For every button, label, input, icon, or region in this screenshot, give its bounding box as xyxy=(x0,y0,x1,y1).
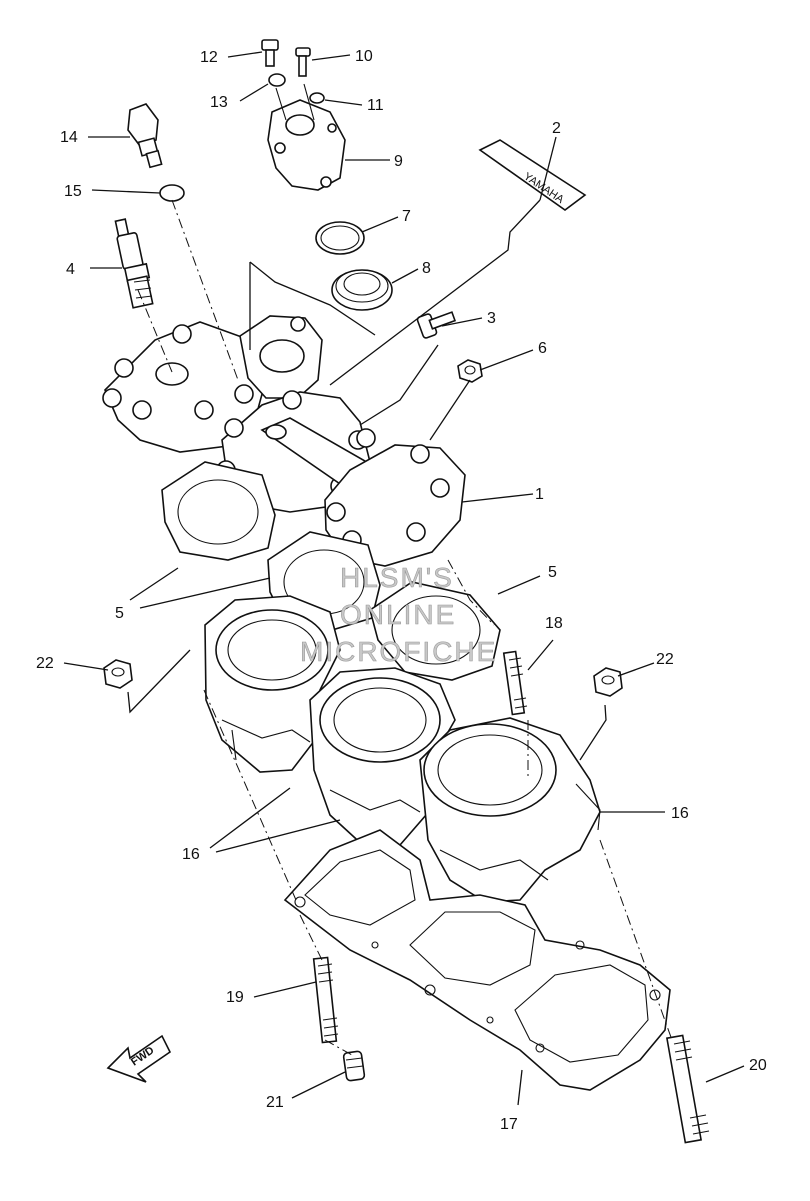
callout-8: 8 xyxy=(422,260,431,277)
callout-13: 13 xyxy=(210,94,228,111)
seal-8-part xyxy=(331,269,393,311)
callout-19: 19 xyxy=(226,989,244,1006)
spark-plug-4-part xyxy=(114,218,154,309)
washer-11-part xyxy=(309,92,325,104)
fwd-arrow-icon: FWD xyxy=(106,1034,172,1083)
callout-2: 2 xyxy=(552,120,561,137)
watermark-line-3: MICROFICHE xyxy=(300,636,497,667)
callout-17: 17 xyxy=(500,1116,518,1133)
callout-7: 7 xyxy=(402,208,411,225)
watermark: HLSM'S ONLINE MICROFICHE xyxy=(300,562,497,668)
callout-22-right: 22 xyxy=(656,651,674,668)
bolt-12-part xyxy=(261,39,279,67)
callout-16-right: 16 xyxy=(671,805,689,822)
callout-15: 15 xyxy=(64,183,82,200)
washer-15-part xyxy=(159,184,185,202)
cylinder-16-part xyxy=(204,595,601,903)
cylinder-head-1-part xyxy=(102,315,466,567)
callout-5-left: 5 xyxy=(115,605,124,622)
nut-21-part xyxy=(342,1050,366,1082)
o-ring-7-part xyxy=(315,221,365,255)
callout-21: 21 xyxy=(266,1094,284,1111)
stud-18-part xyxy=(502,650,528,716)
bolt-10-part xyxy=(295,47,311,77)
nut-6-part xyxy=(457,359,483,383)
callout-9: 9 xyxy=(394,153,403,170)
sensor-14-part xyxy=(127,103,163,169)
nut-22-left-part xyxy=(103,659,133,689)
callouts: 1 2 3 4 5 5 6 7 8 9 10 11 12 13 14 15 16… xyxy=(36,48,767,1133)
callout-18: 18 xyxy=(545,615,563,632)
thermostat-cover-9-part xyxy=(267,83,346,191)
washer-13-part xyxy=(268,73,286,87)
fitting-3-part xyxy=(416,311,457,339)
callout-14: 14 xyxy=(60,129,78,146)
stud-19-part xyxy=(312,956,339,1044)
stud-20-part xyxy=(665,1034,710,1144)
callout-5-right: 5 xyxy=(548,564,557,581)
callout-16-left: 16 xyxy=(182,846,200,863)
assembly-lines xyxy=(127,199,673,1056)
callout-11: 11 xyxy=(367,97,384,114)
callout-22-left: 22 xyxy=(36,655,54,672)
base-gasket-17-part xyxy=(283,829,671,1091)
leader-lines xyxy=(63,51,745,1106)
nut-22-right-part xyxy=(593,667,623,697)
watermark-line-2: ONLINE xyxy=(340,599,456,630)
callout-10: 10 xyxy=(355,48,373,65)
callout-6: 6 xyxy=(538,340,547,357)
callout-3: 3 xyxy=(487,310,496,327)
callout-4: 4 xyxy=(66,261,75,278)
callout-20: 20 xyxy=(749,1057,767,1074)
decal-2-part: YAMAHA xyxy=(478,139,587,211)
callout-1: 1 xyxy=(535,486,544,503)
watermark-line-1: HLSM'S xyxy=(340,562,454,593)
callout-12: 12 xyxy=(200,49,218,66)
